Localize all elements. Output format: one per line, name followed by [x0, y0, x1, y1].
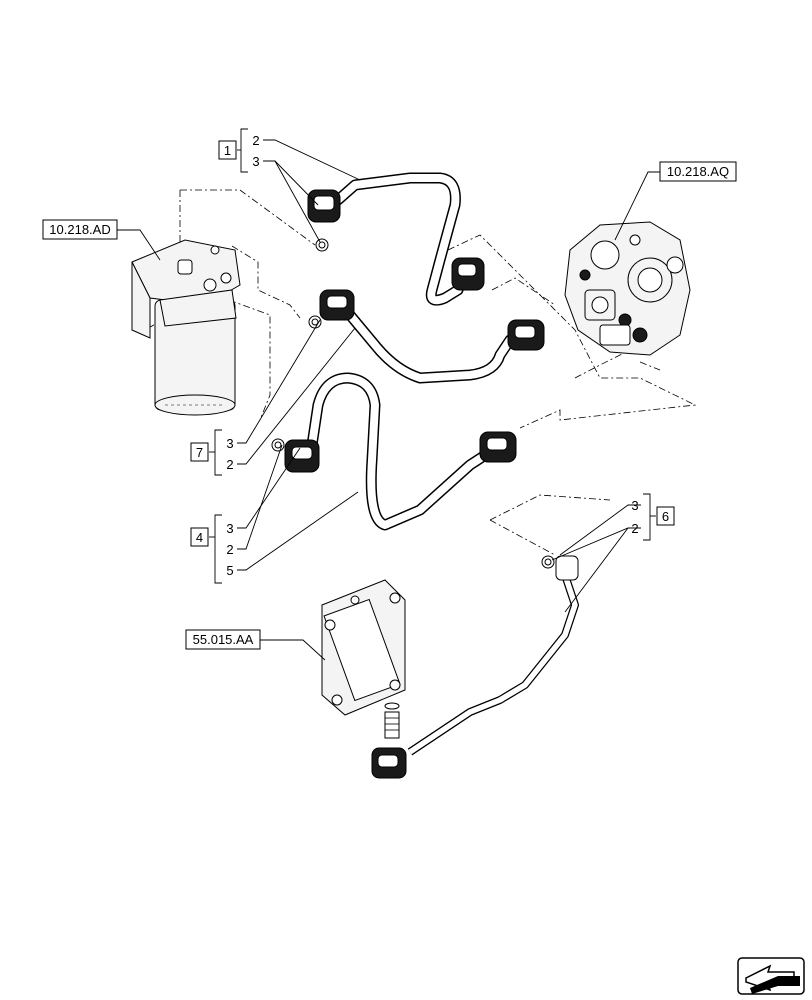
group-7-id: 7 — [196, 445, 203, 460]
group-4-id: 4 — [196, 530, 203, 545]
group-1-item-2: 2 — [252, 133, 259, 148]
group-6-item-2: 2 — [631, 521, 638, 536]
group-4-item-3: 3 — [226, 521, 233, 536]
group-7-item-2: 2 — [226, 457, 233, 472]
group-6[interactable]: 6 3 2 — [631, 498, 675, 536]
ecu-cooler-plate — [321, 579, 406, 739]
bracket-lines — [209, 128, 656, 584]
group-1-id: 1 — [224, 143, 231, 158]
high-pressure-pump — [564, 221, 691, 356]
arrow-icon[interactable] — [737, 957, 805, 995]
group-4[interactable]: 4 3 2 5 — [190, 521, 234, 578]
ref-filter-label: 10.218.AD — [49, 222, 110, 237]
fuel-pipe-6 — [371, 555, 579, 779]
fuel-pipe-1 — [307, 172, 485, 306]
group-6-id: 6 — [662, 509, 669, 524]
group-1[interactable]: 1 2 3 — [218, 133, 260, 169]
ref-cooler[interactable]: 55.015.AA — [185, 629, 261, 650]
fuel-pipe-4 — [271, 372, 517, 531]
leader-lines — [117, 139, 660, 661]
fuel-filter — [131, 239, 241, 416]
group-7-item-3: 3 — [226, 436, 233, 451]
ref-filter[interactable]: 10.218.AD — [42, 219, 118, 240]
group-1-item-3: 3 — [252, 154, 259, 169]
fuel-pipe-7 — [308, 289, 545, 384]
group-7[interactable]: 7 3 2 — [190, 436, 234, 472]
ref-cooler-label: 55.015.AA — [193, 632, 254, 647]
group-6-item-3: 3 — [631, 498, 638, 513]
ref-pump-label: 10.218.AQ — [667, 164, 729, 179]
ref-pump[interactable]: 10.218.AQ — [659, 161, 737, 182]
group-4-item-5: 5 — [226, 563, 233, 578]
group-4-item-2: 2 — [226, 542, 233, 557]
